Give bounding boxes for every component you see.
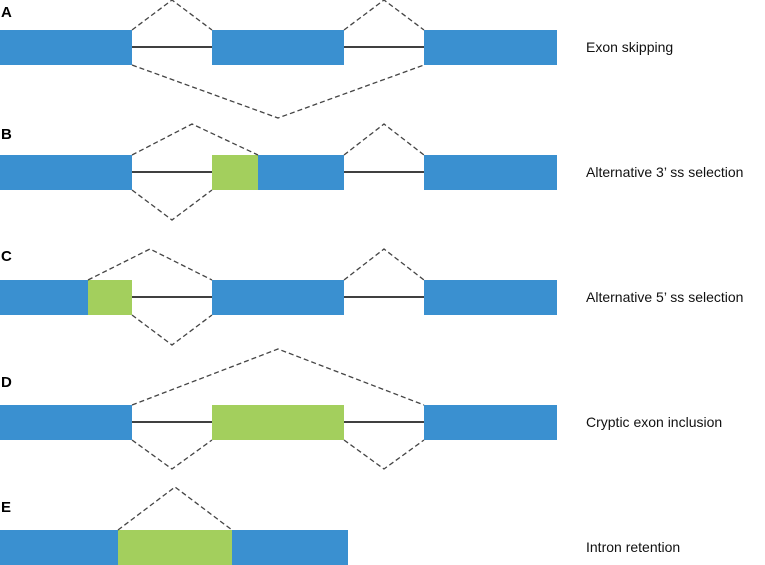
panel-e-exon-2 (232, 530, 348, 565)
panel-c-alt-segment (88, 280, 132, 315)
panel-a-letter: A (1, 4, 12, 21)
panel-e-splice-upper (117, 486, 233, 531)
panel-c-exon-2 (212, 280, 344, 315)
panel-e-intron-retention: E Intron retention (0, 486, 680, 565)
panel-c-splice-upper-2 (343, 248, 425, 281)
panel-c-alt-5ss: C Alternative 5’ ss selection (0, 248, 743, 346)
panel-a-splice-upper-1 (131, 0, 213, 31)
panel-d-cryptic-exon (212, 405, 344, 440)
panel-d-caption: Cryptic exon inclusion (586, 414, 722, 430)
panel-e-retained-intron (118, 530, 232, 565)
panel-c-exon-1 (0, 280, 88, 315)
panel-b-alt-3ss: B Alternative 3’ ss selection (0, 123, 743, 221)
panel-a-exon-skipping: A Exon skipping (0, 0, 673, 119)
panel-b-splice-upper-2 (343, 123, 425, 156)
panel-c-splice-lower (131, 314, 213, 346)
panel-d-exon-1 (0, 405, 132, 440)
panel-d-letter: D (1, 374, 12, 391)
panel-c-splice-upper-1 (87, 248, 213, 281)
panel-a-exon-2 (212, 30, 344, 65)
panel-a-splice-skipping (131, 64, 425, 119)
panel-b-letter: B (1, 126, 12, 143)
panel-c-caption: Alternative 5’ ss selection (586, 289, 743, 305)
panel-d-cryptic-exon: D Cryptic exon inclusion (0, 348, 722, 470)
panel-e-exon-1 (0, 530, 118, 565)
panel-d-exon-3 (424, 405, 557, 440)
panel-a-splice-upper-2 (343, 0, 425, 31)
panel-b-caption: Alternative 3’ ss selection (586, 164, 743, 180)
panel-e-letter: E (1, 499, 11, 516)
panel-b-exon-2 (258, 155, 344, 190)
panel-b-splice-lower (131, 189, 213, 221)
panel-d-splice-lower-1 (131, 439, 213, 470)
panel-d-splice-lower-2 (343, 439, 425, 470)
panel-b-exon-1 (0, 155, 132, 190)
panel-d-splice-upper (131, 348, 425, 406)
panel-b-alt-segment (212, 155, 258, 190)
panel-b-exon-3 (424, 155, 557, 190)
panel-a-caption: Exon skipping (586, 39, 673, 55)
panel-b-splice-upper-1 (131, 123, 259, 156)
panel-e-caption: Intron retention (586, 539, 680, 555)
panel-a-exon-1 (0, 30, 132, 65)
panel-c-letter: C (1, 248, 12, 265)
panel-a-exon-3 (424, 30, 557, 65)
panel-c-exon-3 (424, 280, 557, 315)
